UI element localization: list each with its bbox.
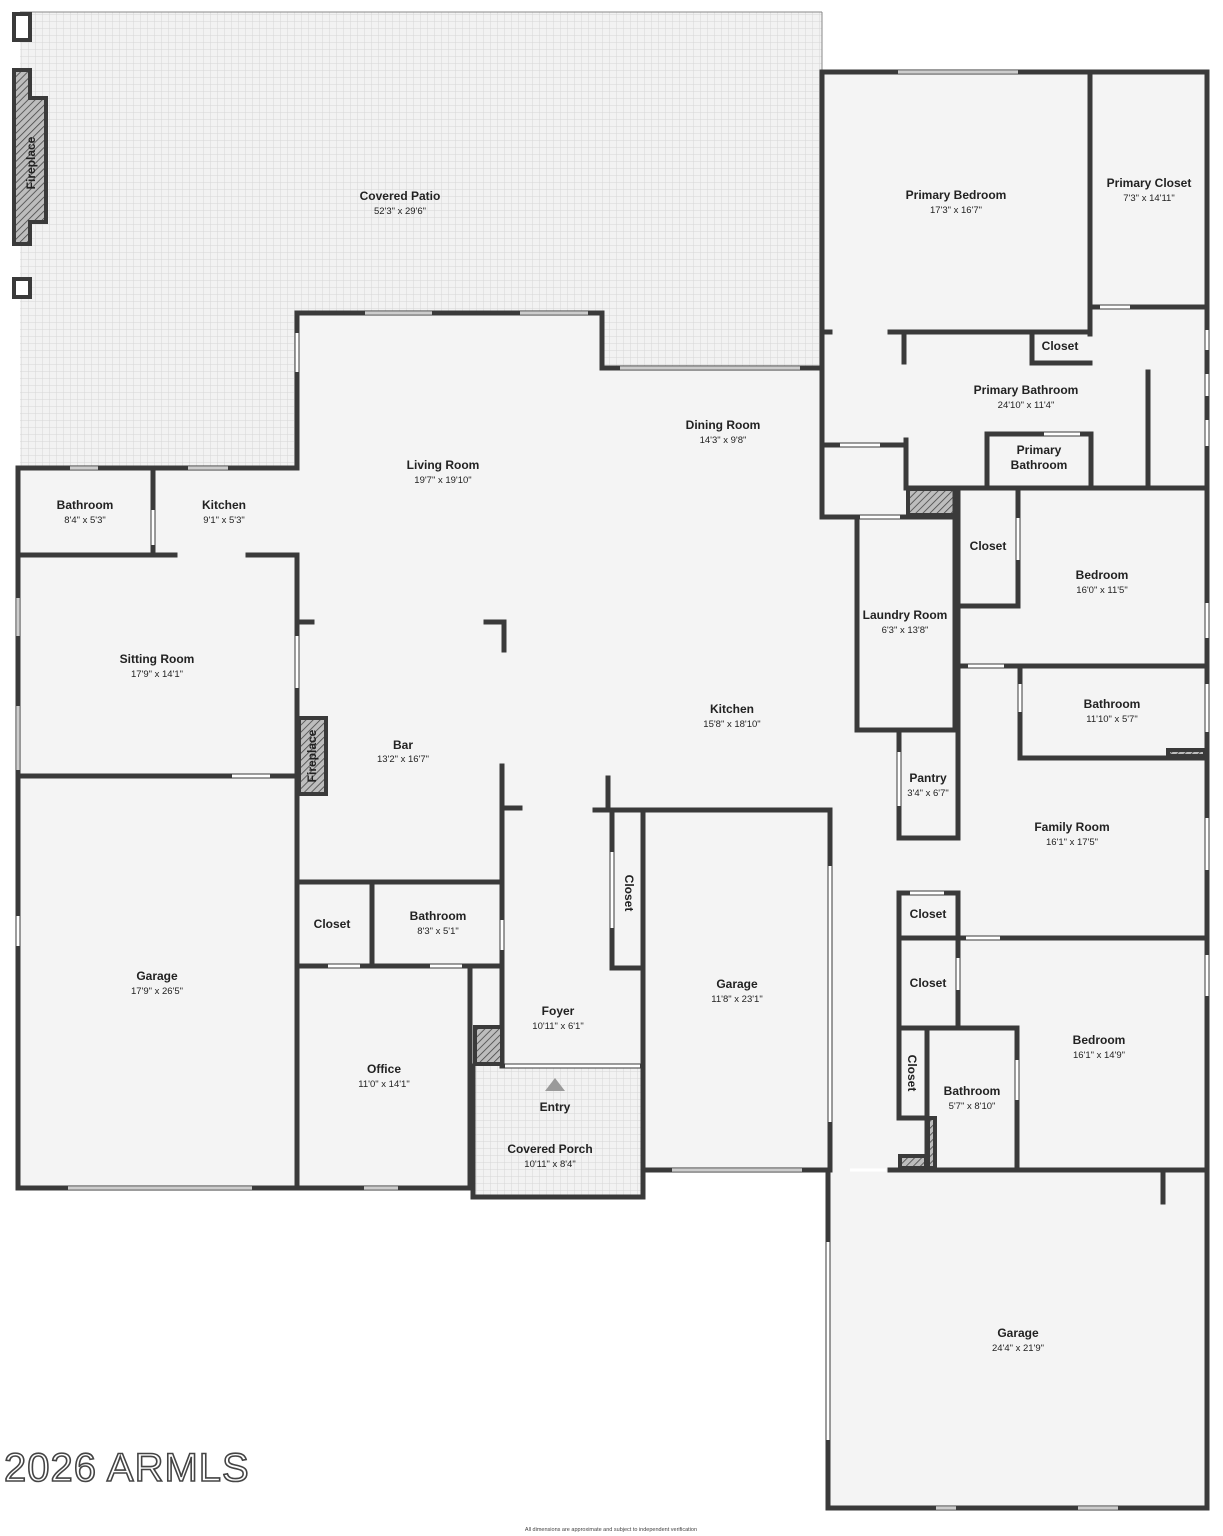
garage-mid-label: Garage bbox=[716, 977, 758, 991]
copyright-watermark: 2026 ARMLS bbox=[4, 1446, 250, 1490]
primary-bedroom-label: Primary Bedroom bbox=[906, 188, 1007, 202]
bedroom-3-dim: 16'1" x 14'9" bbox=[1073, 1050, 1125, 1061]
patio-fireplace bbox=[12, 12, 48, 299]
primary-bedroom-dim: 17'3" x 16'7" bbox=[930, 205, 982, 216]
primary-closet-label: Primary Closet bbox=[1107, 176, 1192, 190]
foyer-closet-label: Closet bbox=[622, 875, 636, 912]
hall-bathroom-dim: 8'3" x 5'1" bbox=[417, 926, 459, 937]
sitting-room-label: Sitting Room bbox=[120, 652, 195, 666]
bar-label: Bar bbox=[393, 738, 413, 752]
primary-bathroom-dim: 24'10" x 11'4" bbox=[998, 400, 1055, 411]
bedroom-2-closet-label: Closet bbox=[970, 539, 1007, 553]
entry-label: Entry bbox=[540, 1100, 571, 1114]
foyer-label: Foyer bbox=[542, 1004, 575, 1018]
foyer-dim: 10'11" x 6'1" bbox=[532, 1021, 583, 1032]
window-lines bbox=[17, 71, 1118, 1509]
office-dim: 11'0" x 14'1" bbox=[358, 1079, 409, 1090]
office-label: Office bbox=[367, 1062, 401, 1076]
living-room-dim: 19'7" x 19'10" bbox=[414, 475, 471, 486]
garage-mid-dim: 11'8" x 23'1" bbox=[711, 994, 762, 1005]
primary-wc-label-2: Bathroom bbox=[1011, 458, 1068, 472]
casita-kitchen-dim: 9'1" x 5'3" bbox=[203, 515, 245, 526]
disclaimer-text: All dimensions are approximate and subje… bbox=[525, 1527, 697, 1533]
kitchen-label: Kitchen bbox=[710, 702, 754, 716]
bedroom-3-label: Bedroom bbox=[1073, 1033, 1126, 1047]
hall-closet-label: Closet bbox=[314, 917, 351, 931]
living-room-label: Living Room bbox=[407, 458, 480, 472]
patio-fireplace-label: Fireplace bbox=[24, 136, 38, 189]
casita-kitchen-label: Kitchen bbox=[202, 498, 246, 512]
family-room-dim: 16'1" x 17'5" bbox=[1046, 837, 1098, 848]
bathroom-3-dim: 5'7" x 8'10" bbox=[949, 1101, 996, 1112]
bathroom-3-label: Bathroom bbox=[944, 1084, 1001, 1098]
covered-porch-dim: 10'11" x 8'4" bbox=[524, 1159, 575, 1170]
bathroom-2-label: Bathroom bbox=[1084, 697, 1141, 711]
garage-left-label: Garage bbox=[136, 969, 178, 983]
pantry-label: Pantry bbox=[909, 771, 947, 785]
bar-dim: 13'2" x 16'7" bbox=[377, 754, 429, 765]
bar-fireplace-label: Fireplace bbox=[305, 729, 319, 782]
entry-arrow-icon bbox=[545, 1078, 565, 1091]
closet-b-label: Closet bbox=[910, 976, 947, 990]
casita-bathroom-dim: 8'4" x 5'3" bbox=[64, 515, 106, 526]
bathroom-2-hatch bbox=[1166, 748, 1207, 758]
floor-fills bbox=[18, 72, 1207, 1508]
bedroom-2-dim: 16'0" x 11'5" bbox=[1076, 585, 1127, 596]
laundry-room-label: Laundry Room bbox=[863, 608, 948, 622]
family-room-label: Family Room bbox=[1034, 820, 1109, 834]
casita-bathroom-label: Bathroom bbox=[57, 498, 114, 512]
garage-left-dim: 17'9" x 26'5" bbox=[131, 986, 183, 997]
garage-right-label: Garage bbox=[997, 1326, 1039, 1340]
laundry-room-dim: 6'3" x 13'8" bbox=[882, 625, 929, 636]
hall-bathroom-label: Bathroom bbox=[410, 909, 467, 923]
dining-room-label: Dining Room bbox=[686, 418, 761, 432]
bathroom-2-dim: 11'10" x 5'7" bbox=[1086, 714, 1137, 725]
kitchen-dim: 15'8" x 18'10" bbox=[703, 719, 760, 730]
room-labels: Covered Patio 52'3" x 29'6" Fireplace Li… bbox=[24, 136, 1191, 1354]
primary-small-closet-label: Closet bbox=[1042, 339, 1079, 353]
closet-a-label: Closet bbox=[910, 907, 947, 921]
bedroom-2-label: Bedroom bbox=[1076, 568, 1129, 582]
closet-c-label: Closet bbox=[905, 1055, 919, 1092]
covered-patio-dim: 52'3" x 29'6" bbox=[374, 206, 426, 217]
primary-bathroom-label: Primary Bathroom bbox=[974, 383, 1079, 397]
covered-patio-label: Covered Patio bbox=[360, 189, 441, 203]
covered-porch-label: Covered Porch bbox=[507, 1142, 592, 1156]
pantry-dim: 3'4" x 6'7" bbox=[907, 788, 949, 799]
sitting-room-dim: 17'9" x 14'1" bbox=[131, 669, 183, 680]
primary-wc-label-1: Primary bbox=[1017, 443, 1062, 457]
garage-right-dim: 24'4" x 21'9" bbox=[992, 1343, 1044, 1354]
primary-closet-dim: 7'3" x 14'11" bbox=[1123, 193, 1174, 204]
dining-room-dim: 14'3" x 9'8" bbox=[700, 435, 747, 446]
